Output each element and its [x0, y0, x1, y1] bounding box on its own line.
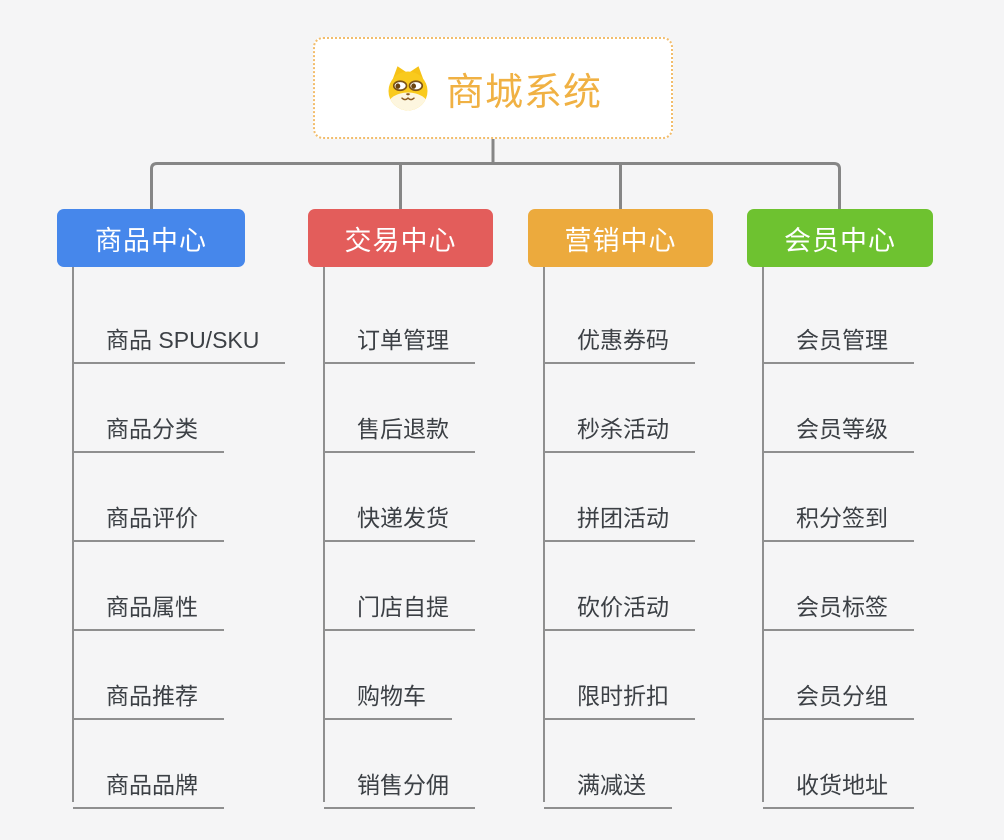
leaf-node[interactable]: 会员标签 — [763, 578, 914, 631]
leaf-label: 订单管理 — [357, 327, 449, 353]
leaf-node[interactable]: 售后退款 — [324, 400, 475, 453]
branch-label: 交易中心 — [344, 225, 457, 256]
leaf-node[interactable]: 商品分类 — [73, 400, 224, 453]
dog-face-icon — [388, 66, 428, 111]
leaf-label: 优惠券码 — [577, 327, 669, 353]
leaf-label: 拼团活动 — [577, 505, 669, 531]
leaf-node[interactable]: 满减送 — [544, 756, 672, 809]
leaf-label: 商品推荐 — [106, 683, 198, 709]
leaf-node[interactable]: 拼团活动 — [544, 489, 695, 542]
branch-spine-line — [543, 267, 545, 802]
branch-label: 会员中心 — [784, 225, 896, 256]
leaf-node[interactable]: 商品推荐 — [73, 667, 224, 720]
leaf-label: 门店自提 — [357, 594, 449, 620]
leaf-node[interactable]: 购物车 — [324, 667, 452, 720]
leaf-node[interactable]: 砍价活动 — [544, 578, 695, 631]
branch-spine-line — [72, 267, 74, 802]
leaf-node[interactable]: 商品品牌 — [73, 756, 224, 809]
branch-node[interactable]: 交易中心 — [308, 209, 493, 267]
leaf-node[interactable]: 限时折扣 — [544, 667, 695, 720]
leaf-label: 收货地址 — [796, 772, 888, 798]
leaf-label: 积分签到 — [796, 505, 888, 531]
leaf-node[interactable]: 会员分组 — [763, 667, 914, 720]
branch-label: 营销中心 — [564, 225, 677, 256]
leaf-node[interactable]: 收货地址 — [763, 756, 914, 809]
leaf-label: 购物车 — [357, 683, 426, 709]
branch-1: 商品中心 商品 SPU/SKU 商品分类商品评价商品属性商品推荐商品品牌 — [57, 209, 286, 809]
leaf-node[interactable]: 秒杀活动 — [544, 400, 695, 453]
leaf-label: 销售分佣 — [357, 772, 449, 798]
leaf-node[interactable]: 快递发货 — [324, 489, 475, 542]
leaf-node[interactable]: 积分签到 — [763, 489, 914, 542]
leaf-node[interactable]: 销售分佣 — [324, 756, 475, 809]
leaf-label: 商品品牌 — [106, 772, 198, 798]
branch-node[interactable]: 会员中心 — [747, 209, 933, 267]
leaf-label: 会员分组 — [796, 683, 888, 709]
leaf-node[interactable]: 门店自提 — [324, 578, 475, 631]
leaf-node[interactable]: 会员管理 — [763, 311, 914, 364]
branch-spine-line — [323, 267, 325, 802]
leaf-label: 会员等级 — [796, 416, 888, 442]
leaf-label: 商品分类 — [106, 416, 198, 442]
leaf-label: 商品属性 — [106, 594, 198, 620]
branch-node[interactable]: 商品中心 — [57, 209, 245, 267]
leaf-label: 商品评价 — [106, 505, 198, 531]
leaf-label: 商品 SPU/SKU — [106, 327, 260, 353]
leaf-label: 会员标签 — [796, 594, 888, 620]
leaf-label: 快递发货 — [357, 505, 449, 531]
leaf-label: 秒杀活动 — [577, 416, 669, 442]
leaf-label: 售后退款 — [357, 416, 449, 442]
root-node[interactable]: 商城系统 — [313, 37, 673, 139]
leaf-node[interactable]: 会员等级 — [763, 400, 914, 453]
leaf-label: 限时折扣 — [577, 683, 669, 709]
leaf-node[interactable]: 订单管理 — [324, 311, 475, 364]
leaf-label: 砍价活动 — [577, 594, 669, 620]
branch-label: 商品中心 — [95, 225, 207, 256]
leaf-node[interactable]: 优惠券码 — [544, 311, 695, 364]
branch-bracket-line — [150, 162, 841, 210]
branch-node[interactable]: 营销中心 — [528, 209, 713, 267]
leaf-node[interactable]: 商品属性 — [73, 578, 224, 631]
leaf-label: 会员管理 — [796, 327, 888, 353]
branch-3: 营销中心 优惠券码秒杀活动拼团活动砍价活动限时折扣满减送 — [528, 209, 713, 809]
branch-2: 交易中心 订单管理售后退款快递发货门店自提购物车销售分佣 — [308, 209, 493, 809]
branch-4: 会员中心 会员管理会员等级积分签到会员标签会员分组收货地址 — [747, 209, 933, 809]
branch-spine-line — [762, 267, 764, 802]
leaf-node[interactable]: 商品评价 — [73, 489, 224, 542]
root-title: 商城系统 — [445, 71, 602, 114]
leaf-node[interactable]: 商品 SPU/SKU — [73, 311, 286, 364]
leaf-label: 满减送 — [577, 772, 646, 798]
